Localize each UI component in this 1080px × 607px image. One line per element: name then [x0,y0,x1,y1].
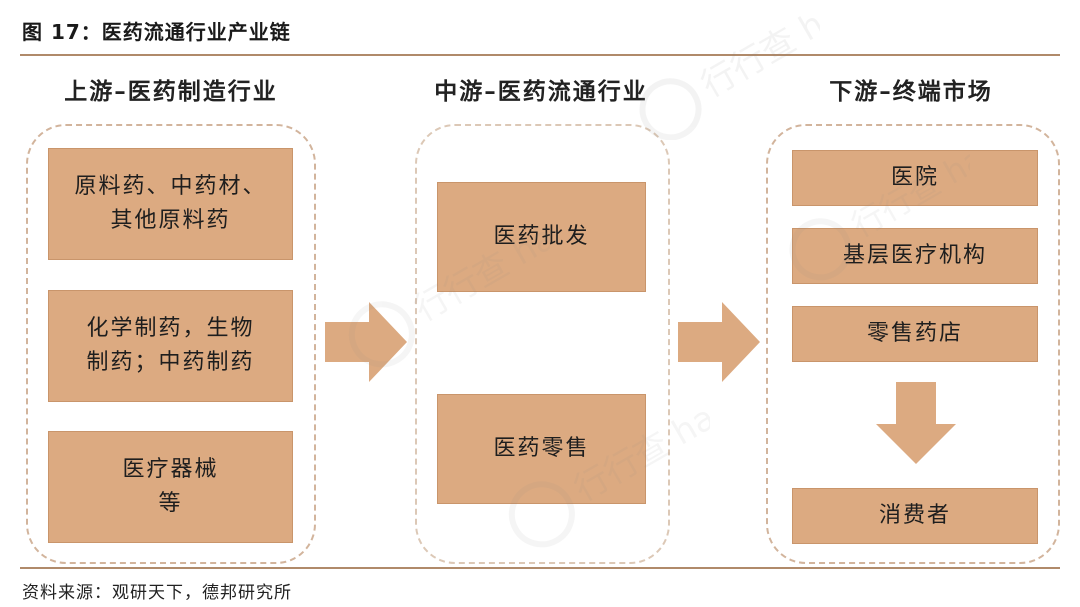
bottom-rule [20,567,1060,569]
downstream-box-primary-care-label: 基层医疗机构 [842,243,987,268]
upstream-box-medical-devices-label: 医疗器械 等 [122,457,219,516]
upstream-group [26,124,316,564]
downstream-box-hospital-label: 医院 [890,165,939,190]
upstream-box-medical-devices: 医疗器械 等 [48,431,293,543]
downstream-heading: 下游–终端市场 [829,78,993,105]
downstream-group [766,124,1060,564]
upstream-box-pharma-manufacturing: 化学制药，生物 制药；中药制药 [48,290,293,402]
midstream-box-retail: 医药零售 [437,394,646,504]
downstream-box-consumer: 消费者 [792,488,1038,544]
midstream-box-retail-label: 医药零售 [493,436,590,461]
downstream-box-primary-care: 基层医疗机构 [792,228,1038,284]
figure-title: 图 17：医药流通行业产业链 [22,20,291,44]
upstream-box-raw-materials: 原料药、中药材、 其他原料药 [48,148,293,260]
downstream-box-hospital: 医院 [792,150,1038,206]
down-arrow-icon [876,382,956,464]
midstream-heading: 中游–医药流通行业 [434,78,648,105]
downstream-box-consumer-label: 消费者 [878,503,951,528]
upstream-heading: 上游–医药制造行业 [64,78,278,105]
source-note: 资料来源：观研天下，德邦研究所 [22,583,292,603]
midstream-box-wholesale: 医药批发 [437,182,646,292]
top-rule [20,54,1060,56]
upstream-box-raw-materials-label: 原料药、中药材、 其他原料药 [74,174,267,233]
downstream-box-pharmacy-label: 零售药店 [866,321,963,346]
right-arrow-icon [325,302,407,382]
midstream-group [415,124,670,564]
upstream-box-pharma-manufacturing-label: 化学制药，生物 制药；中药制药 [86,316,255,375]
downstream-box-pharmacy: 零售药店 [792,306,1038,362]
midstream-box-wholesale-label: 医药批发 [493,224,590,249]
right-arrow-icon [678,302,760,382]
